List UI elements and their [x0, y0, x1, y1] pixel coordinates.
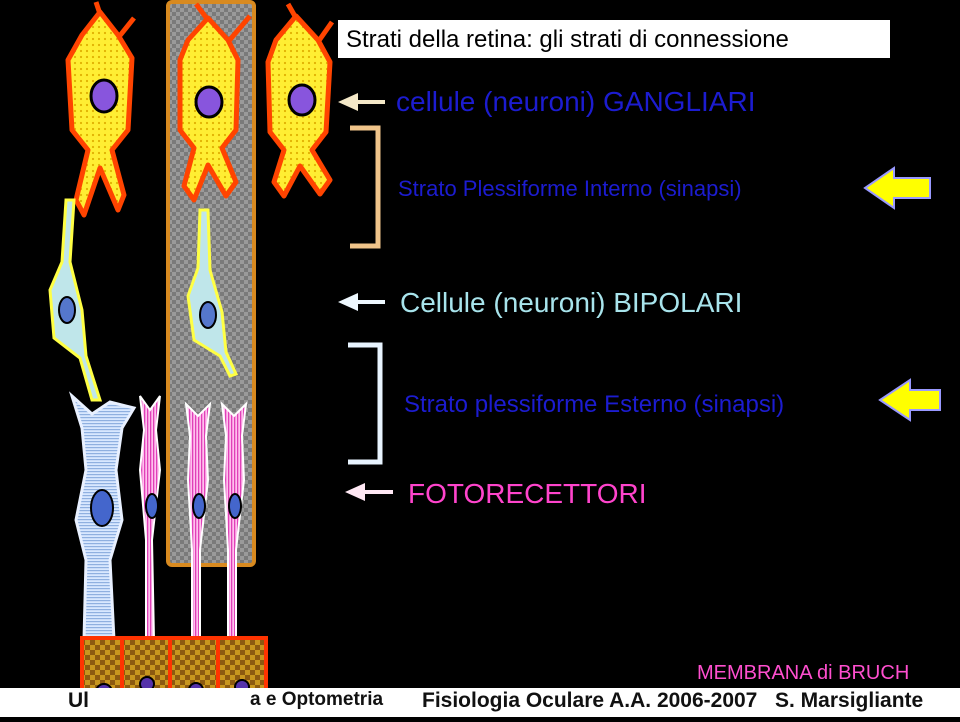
photoreceptors-label: FOTORECETTORI — [408, 478, 647, 509]
ganglion-label: cellule (neuroni) GANGLIARI — [396, 86, 756, 117]
footer-author: S. Marsigliante — [775, 689, 924, 712]
inner-plexiform-bracket — [350, 125, 381, 249]
rod-cell — [184, 401, 212, 641]
title-box: Strati della retina: gli strati di conne… — [336, 18, 892, 60]
slide-title: Strati della retina: gli strati di conne… — [346, 26, 789, 53]
rod-cell — [220, 401, 248, 641]
ganglion-cell — [265, 2, 335, 199]
bipolar-cell — [186, 208, 239, 378]
footer-left: Ul — [68, 689, 89, 712]
ganglion-cell — [177, 2, 252, 203]
ganglion-cell — [65, 1, 136, 218]
inner-plexiform-label: Strato Plessiforme Interno (sinapsi) — [398, 176, 742, 201]
outer-plexiform-yellow-arrow — [878, 378, 941, 422]
bipolar-cells — [48, 198, 239, 402]
footer-subject: Fisiologia Oculare A.A. 2006-2007 — [422, 689, 758, 712]
cone-nucleus — [90, 489, 114, 527]
photoreceptor-pointer-arrow — [345, 483, 393, 501]
footer-course: a e Optometria — [250, 689, 384, 710]
footer-bar: Ul a e Optometria Fisiologia Oculare A.A… — [0, 688, 960, 717]
photoreceptors — [68, 391, 248, 663]
inner-plexiform-yellow-arrow — [863, 166, 931, 210]
bipolar-label: Cellule (neuroni) BIPOLARI — [400, 287, 743, 318]
outer-plexiform-bracket — [348, 342, 383, 465]
cone-cell — [68, 391, 137, 663]
bipolar-pointer-arrow — [338, 293, 385, 311]
ganglion-pointer-arrow — [338, 93, 385, 111]
ganglion-cells — [65, 1, 335, 218]
pigment-epithelium — [80, 636, 268, 701]
bruch-membrane-label: MEMBRANA di BRUCH — [697, 662, 910, 684]
outer-plexiform-label: Strato plessiforme Esterno (sinapsi) — [404, 391, 785, 418]
bipolar-cell — [48, 198, 103, 402]
